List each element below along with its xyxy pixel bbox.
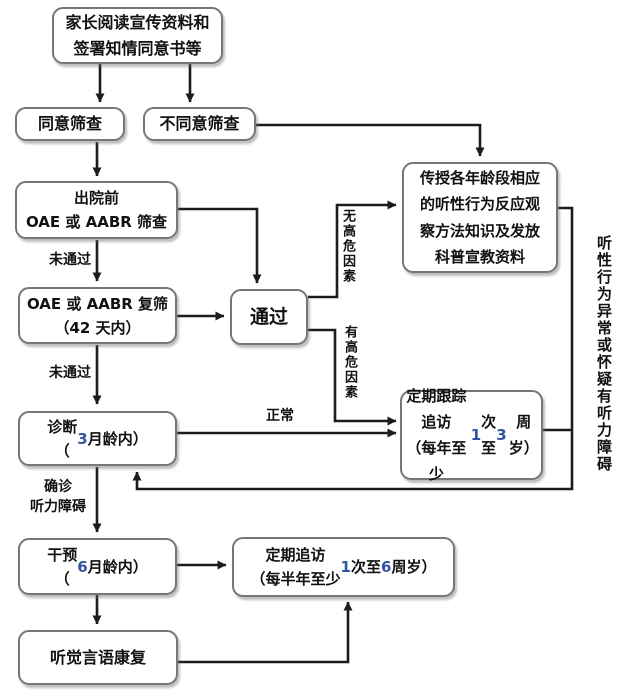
node-agree-screening: 同意筛查 — [15, 107, 125, 141]
label-not-passed-2: 未通过 — [49, 365, 91, 381]
node-disagree-screening: 不同意筛查 — [143, 107, 256, 141]
label-high-risk: 有高危因素 — [342, 325, 357, 400]
node-rescreening: OAE 或 AABR 复筛 （42 天内） — [18, 287, 177, 344]
label-confirmed-hearing-loss: 确诊 听力障碍 — [30, 479, 86, 516]
label-no-high-risk: 无高危因素 — [340, 209, 355, 284]
node-regular-followup: 定期追访 （每半年至少 1 次至 6 周岁） — [232, 537, 455, 597]
edge-disagree-to-teach — [256, 123, 485, 157]
label-not-passed-1: 未通过 — [49, 252, 91, 268]
node-initial-screening: 出院前 OAE 或 AABR 筛查 — [15, 181, 178, 239]
node-intervention: 干预 （6 月龄内） — [18, 538, 177, 595]
node-pass: 通过 — [230, 289, 308, 345]
edge-feedback-to-diagnosis — [132, 206, 574, 491]
edge-rehab-to-followup — [178, 601, 353, 664]
label-abnormal-hearing-behavior: 听性行为异常或怀疑有听力障碍 — [595, 235, 613, 473]
node-regular-tracking: 定期跟踪追访 （每年至少 1 次 至 3 周岁） — [400, 387, 543, 483]
node-parent-consent: 家长阅读宣传资料和 签署知情同意书等 — [52, 7, 223, 64]
node-teach-observation: 传授各年龄段相应 的听性行为反应观 察方法知识及发放 科普宣教资料 — [402, 162, 558, 273]
edge-initial-to-pass — [178, 207, 262, 284]
edge-pass-to-teach — [308, 200, 397, 299]
edge-pass-to-tracking — [308, 328, 397, 426]
label-normal: 正常 — [266, 408, 294, 424]
node-speech-rehab: 听觉言语康复 — [18, 630, 178, 685]
node-diagnosis: 诊断 （3 月龄内） — [18, 411, 177, 466]
